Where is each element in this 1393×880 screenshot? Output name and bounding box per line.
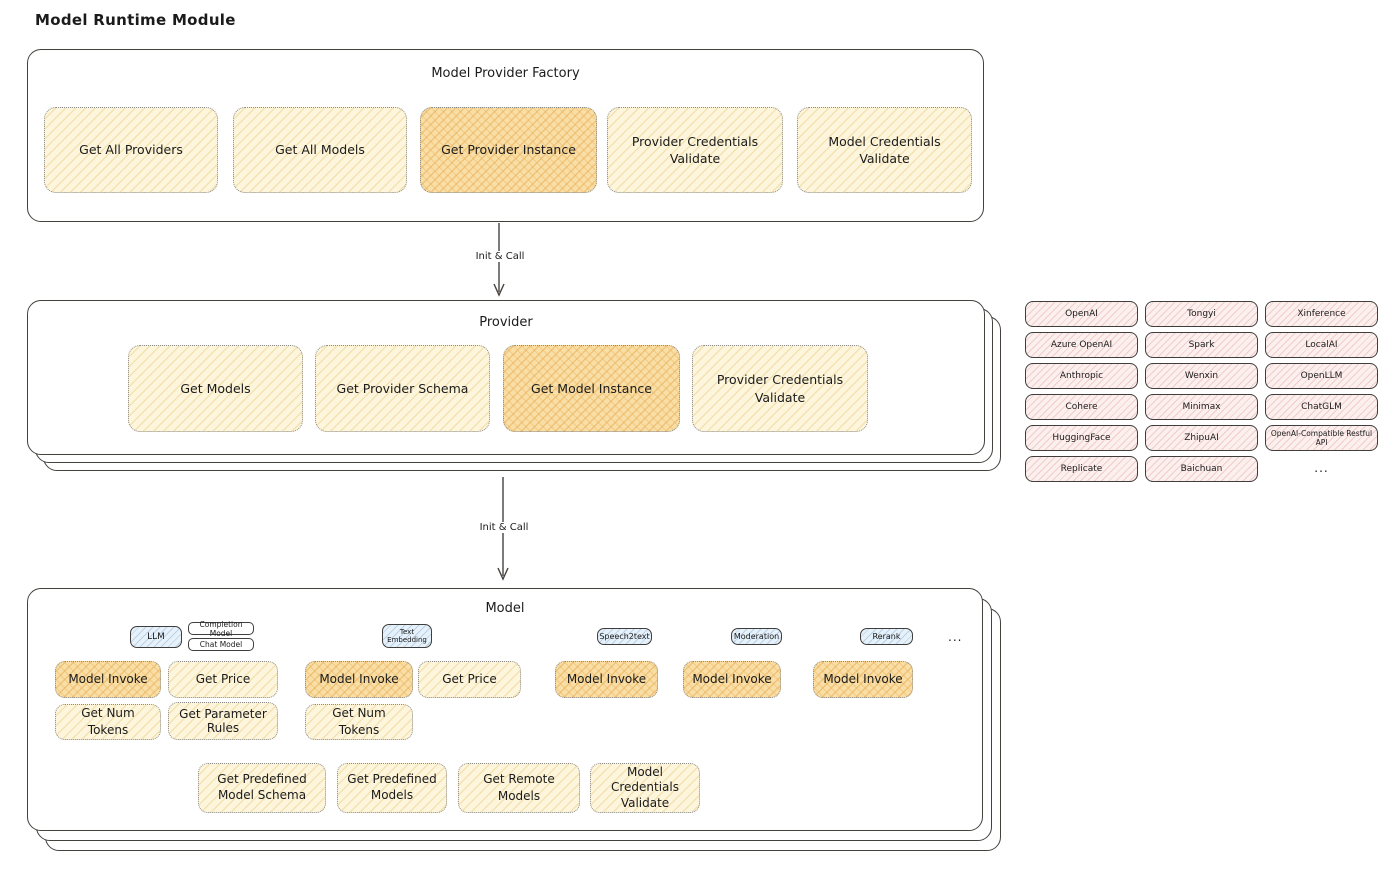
provider-box-get-model-instance: Get Model Instance [503,345,680,432]
provider-pill-minimax: Minimax [1145,394,1258,420]
llm-box-get-price: Get Price [168,661,278,698]
shared-box-get-remote-models: Get Remote Models [458,763,580,813]
factory-box-provider-credentials-validate: Provider Credentials Validate [607,107,783,193]
providers-column-2: Tongyi Spark Wenxin Minimax ZhipuAI Baic… [1145,301,1258,482]
provider-pill-xinference: Xinference [1265,301,1378,327]
badge-llm: LLM [130,626,182,648]
text-embedding-box-get-price: Get Price [418,661,521,698]
llm-box-get-parameter-rules: Get Parameter Rules [168,702,278,740]
factory-box-get-provider-instance: Get Provider Instance [420,107,597,193]
provider-pill-zhipuai: ZhipuAI [1145,425,1258,451]
provider-pill-localai: LocalAI [1265,332,1378,358]
providers-more-ellipsis: ... [1314,461,1329,475]
badge-chat-model: Chat Model [188,638,254,651]
badge-text-embedding: Text Embedding [382,624,432,648]
provider-box-get-models: Get Models [128,345,303,432]
factory-box-get-all-models: Get All Models [233,107,407,193]
provider-box-get-provider-schema: Get Provider Schema [315,345,490,432]
provider-panel-title: Provider [479,315,533,330]
providers-column-1: OpenAI Azure OpenAI Anthropic Cohere Hug… [1025,301,1138,482]
text-embedding-box-model-invoke: Model Invoke [305,661,413,698]
moderation-box-model-invoke: Model Invoke [683,661,781,698]
text-embedding-box-get-num-tokens: Get Num Tokens [305,704,413,740]
provider-pill-spark: Spark [1145,332,1258,358]
factory-box-get-all-providers: Get All Providers [44,107,218,193]
model-panel-title: Model [485,601,525,616]
provider-pill-replicate: Replicate [1025,456,1138,482]
init-call-label-2: Init & Call [475,522,533,533]
provider-pill-baichuan: Baichuan [1145,456,1258,482]
provider-pill-azure-openai: Azure OpenAI [1025,332,1138,358]
model-types-more-ellipsis: ... [948,629,963,644]
badge-completion-model: Completion Model [188,620,254,638]
speech2text-box-model-invoke: Model Invoke [555,661,658,698]
provider-pill-openai-compatible: OpenAI-Compatible Restful API [1265,425,1378,451]
factory-panel-title: Model Provider Factory [431,66,580,81]
llm-box-model-invoke: Model Invoke [55,661,161,698]
shared-box-get-predefined-model-schema: Get Predefined Model Schema [198,763,326,813]
providers-column-3: Xinference LocalAI OpenLLM ChatGLM OpenA… [1265,301,1378,480]
provider-pill-cohere: Cohere [1025,394,1138,420]
provider-pill-openllm: OpenLLM [1265,363,1378,389]
badge-moderation: Moderation [731,628,782,645]
provider-box-provider-credentials-validate: Provider Credentials Validate [692,345,868,432]
provider-pill-tongyi: Tongyi [1145,301,1258,327]
provider-pill-chatglm: ChatGLM [1265,394,1378,420]
rerank-box-model-invoke: Model Invoke [813,661,913,698]
badge-rerank: Rerank [860,628,913,645]
shared-box-get-predefined-models: Get Predefined Models [337,763,447,813]
provider-pill-wenxin: Wenxin [1145,363,1258,389]
provider-pill-anthropic: Anthropic [1025,363,1138,389]
provider-pill-huggingface: HuggingFace [1025,425,1138,451]
page-title: Model Runtime Module [35,11,236,29]
init-call-label-1: Init & Call [471,251,529,262]
llm-box-get-num-tokens: Get Num Tokens [55,704,161,740]
provider-pill-openai: OpenAI [1025,301,1138,327]
factory-box-model-credentials-validate: Model Credentials Validate [797,107,972,193]
shared-box-model-credentials-validate: Model Credentials Validate [590,763,700,813]
badge-speech2text: Speech2text [597,628,652,645]
